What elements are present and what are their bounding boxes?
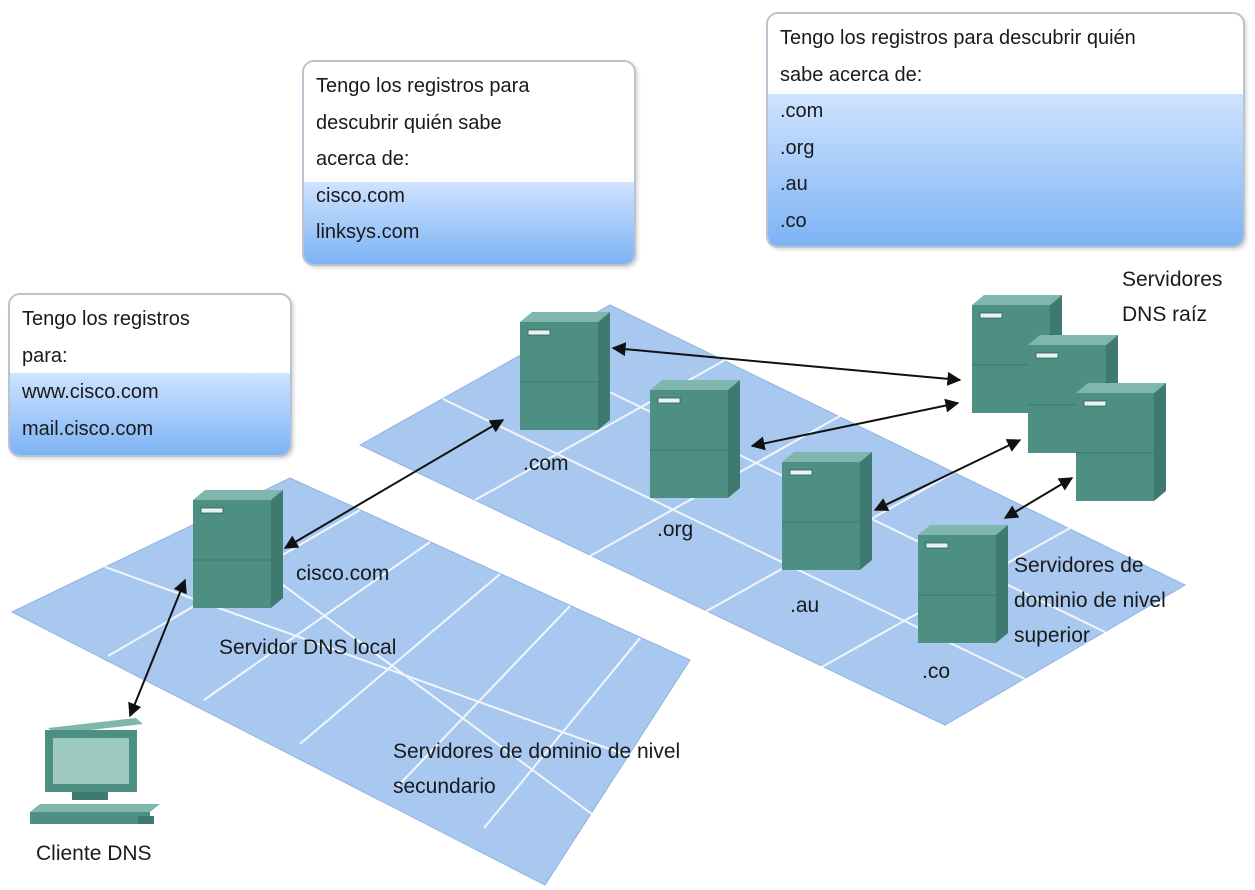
callout-line: Tengo los registros para descubrir quién <box>780 27 1136 49</box>
label-root-servers: Servidores DNS raíz <box>1122 268 1223 326</box>
arrow-local-com <box>283 419 505 549</box>
arrow-org-root <box>750 398 960 451</box>
arrow-co-root <box>1003 477 1074 519</box>
label-local-server: Servidor DNS local <box>219 636 397 659</box>
callout-line: .org <box>780 136 815 159</box>
label-org: .org <box>657 518 694 541</box>
callout-line: .au <box>780 173 808 195</box>
arrow-client-local <box>128 578 187 718</box>
callout-tld-records: Tengo los registros para descubrir quién… <box>302 60 636 266</box>
callout-line: para: <box>22 344 68 367</box>
label-tld-servers: Servidores de dominio de nivel superior <box>1014 554 1166 647</box>
server-co <box>918 525 1008 643</box>
arrows <box>128 342 1074 718</box>
callout-line: .co <box>780 209 807 232</box>
server-com <box>520 312 610 430</box>
callout-line: acerca de: <box>316 148 410 170</box>
root-server-3 <box>1076 383 1166 501</box>
callout-line: mail.cisco.com <box>22 417 154 440</box>
callout-line: cisco.com <box>316 184 405 207</box>
callout-line: .com <box>780 100 824 122</box>
label-second-level: Servidores de dominio de nivel secundari… <box>393 740 681 798</box>
callout-line: Tengo los registros para <box>316 75 530 97</box>
label-client: Cliente DNS <box>36 842 152 865</box>
callout-local-records: Tengo los registros para: www.cisco.com … <box>8 293 292 457</box>
client-computer <box>30 718 160 824</box>
callout-line: Tengo los registros <box>22 308 190 330</box>
label-au: .au <box>790 594 820 617</box>
callout-line: www.cisco.com <box>22 381 159 403</box>
arrow-com-root <box>611 342 962 386</box>
arrow-au-root <box>873 439 1022 511</box>
server-cisco-local <box>193 490 283 608</box>
callout-line: linksys.com <box>316 221 420 243</box>
label-com: .com <box>523 452 569 475</box>
callout-line: descubrir quién sabe <box>316 111 502 134</box>
callout-root-records: Tengo los registros para descubrir quién… <box>766 12 1245 248</box>
server-au <box>782 452 872 570</box>
server-org <box>650 380 740 498</box>
label-co: .co <box>922 660 951 683</box>
label-cisco: cisco.com <box>296 562 390 585</box>
callout-line: sabe acerca de: <box>780 63 923 86</box>
